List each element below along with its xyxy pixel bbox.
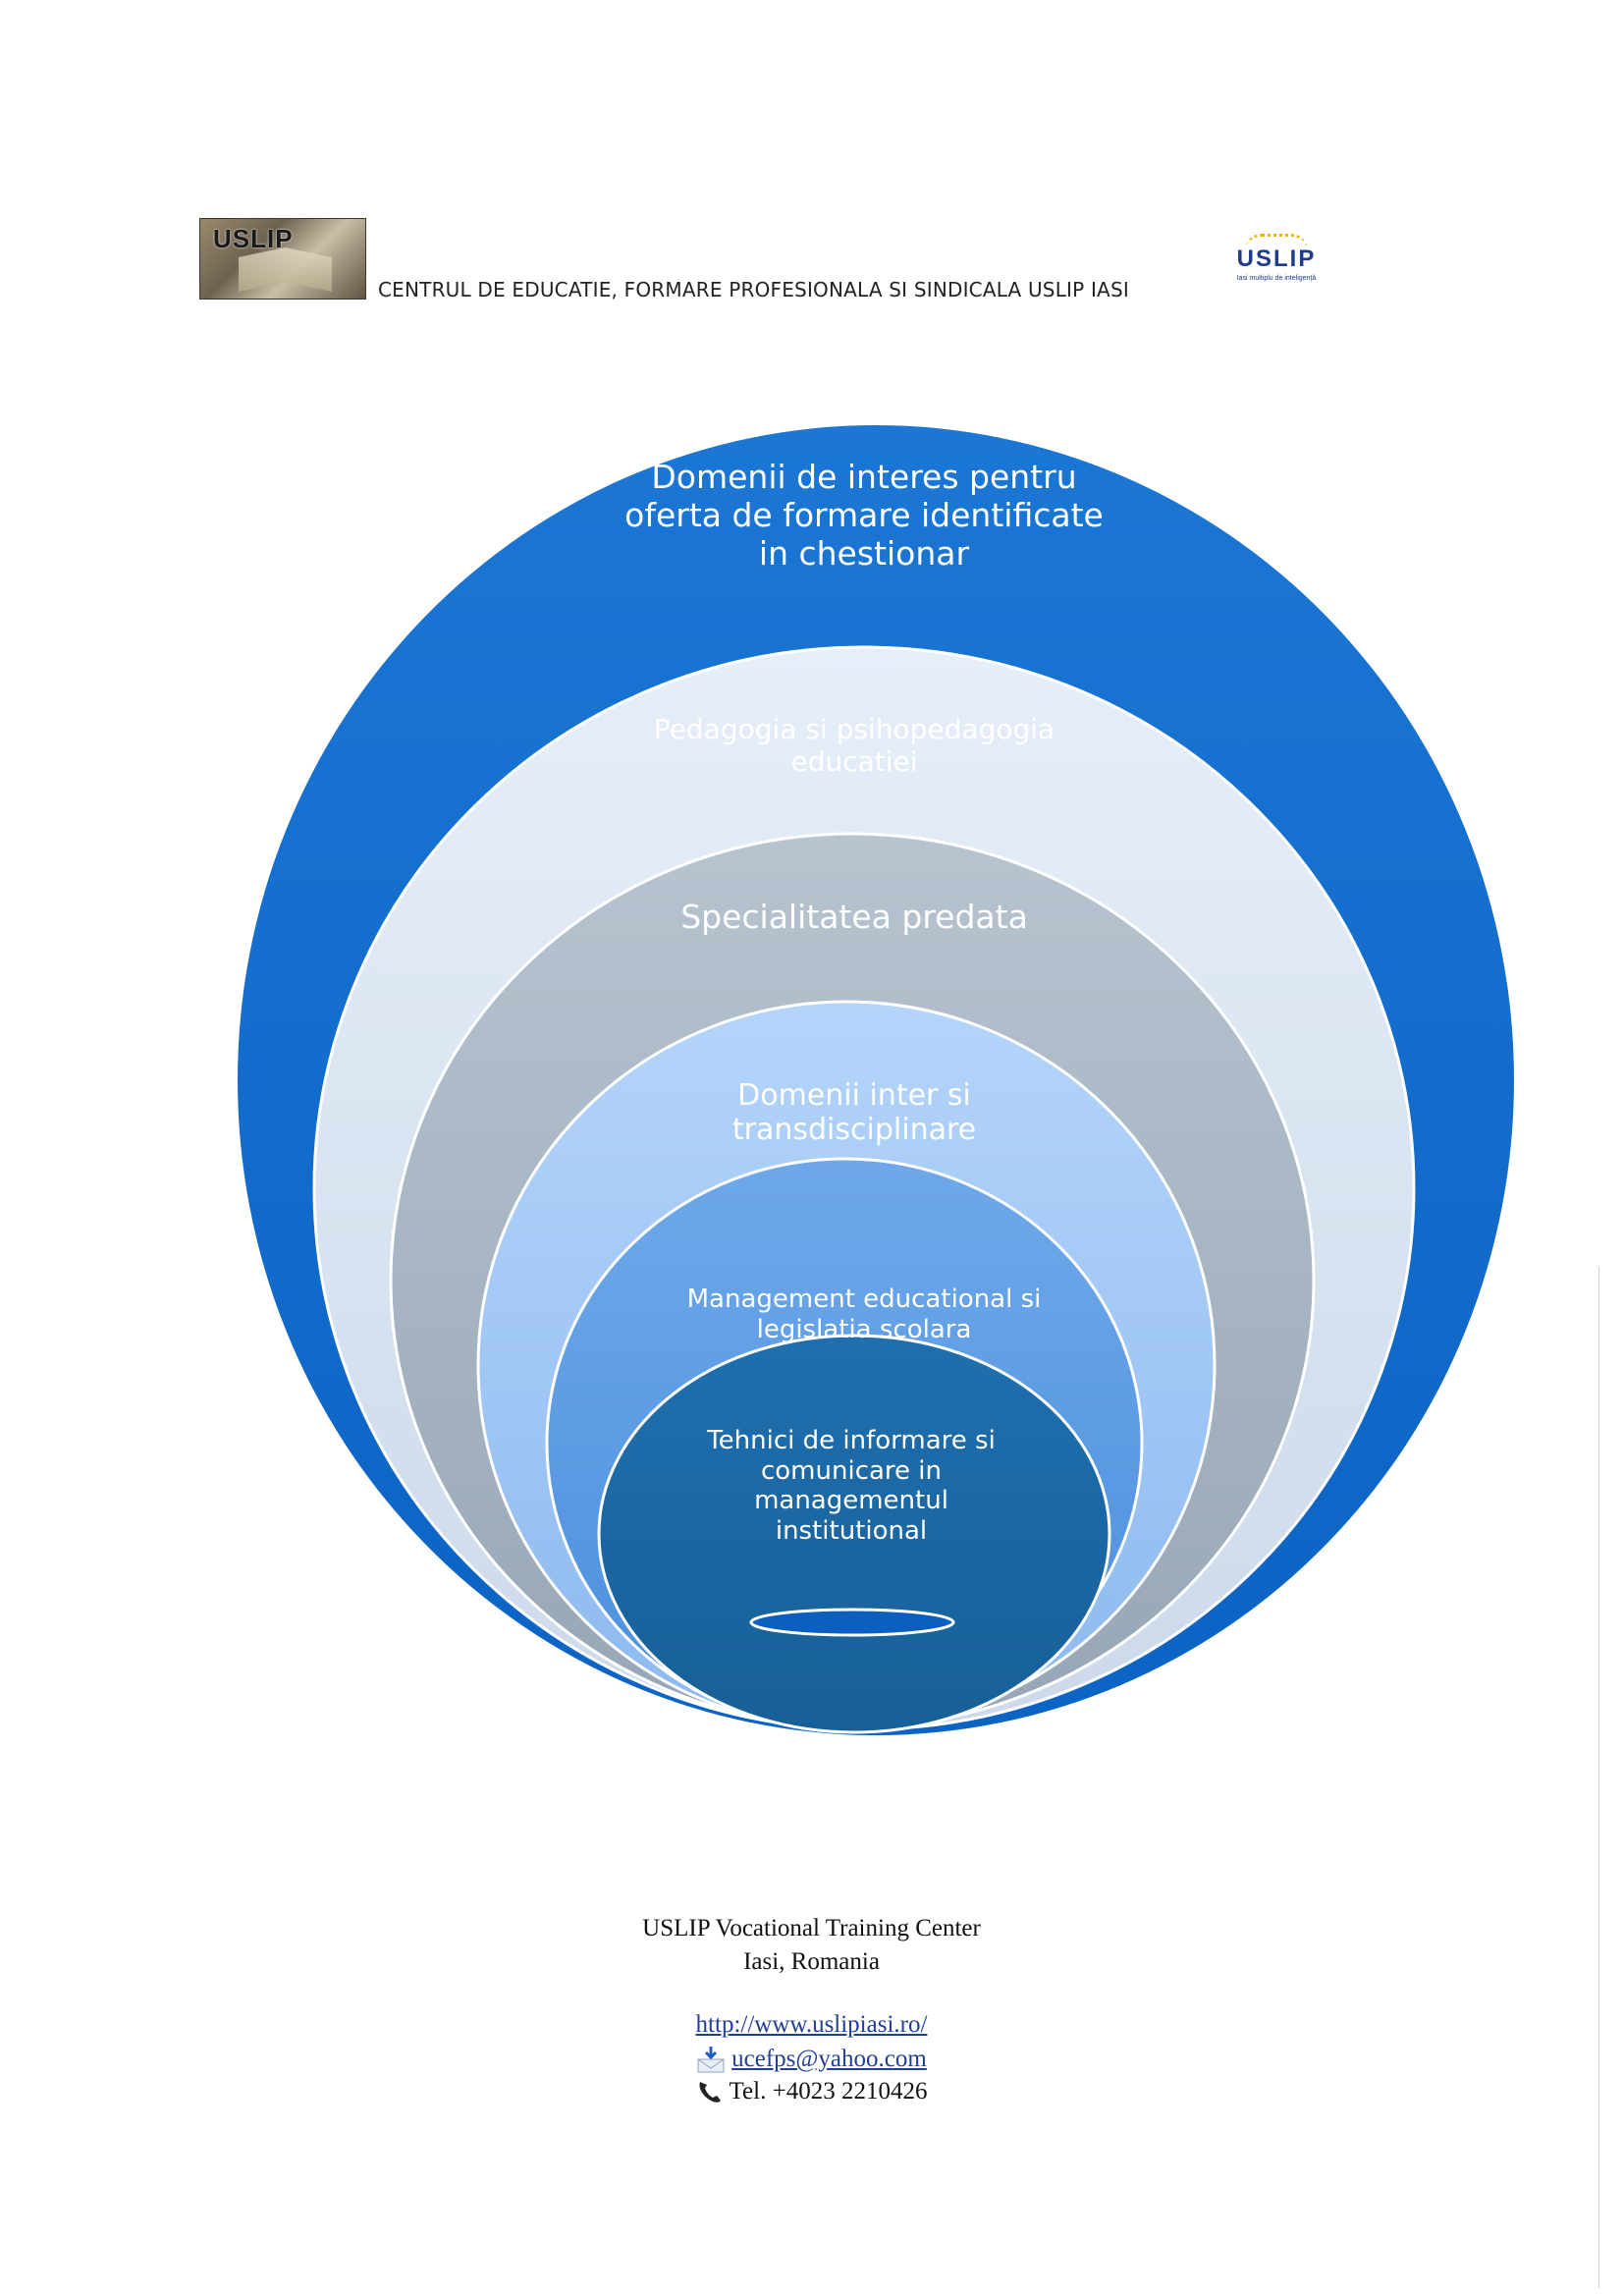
footer-location: Iasi, Romania	[743, 1948, 880, 1975]
contact-footer: USLIP Vocational Training Center Iasi, R…	[0, 1915, 1623, 2111]
email-icon	[697, 2047, 725, 2073]
logo-right-city: Iasi	[1236, 275, 1248, 282]
sun-rays-icon	[1245, 234, 1308, 250]
level-6-label: Tehnici de informare si comunicare in ma…	[707, 1426, 996, 1547]
level-2-label: Pedagogia si psihopedagogia educatiei	[653, 713, 1055, 779]
logo-left-text: USLIP	[213, 224, 294, 253]
footer-links: http://www.uslipiasi.ro/ ucefps@yahoo.co…	[0, 2011, 1623, 2111]
uslip-brand-logo: USLIP Iasi multiplu de inteligență	[1198, 234, 1355, 293]
website-link[interactable]: http://www.uslipiasi.ro/	[695, 2011, 928, 2038]
level-5-label: Management educational si legislatia sco…	[686, 1285, 1042, 1344]
phone-number: Tel. +4023 2210426	[729, 2078, 928, 2105]
footer-org: USLIP Vocational Training Center	[642, 1915, 981, 1941]
level-3-label: Specialitatea predata	[680, 898, 1028, 936]
phone-icon	[699, 2082, 721, 2103]
level-1-label: Domenii de interes pentru oferta de form…	[624, 458, 1104, 573]
inner-oval	[749, 1608, 955, 1637]
page-header-title: CENTRUL DE EDUCATIE, FORMARE PROFESIONAL…	[378, 278, 1129, 301]
level-4-label: Domenii inter si transdisciplinare	[731, 1078, 977, 1148]
uslip-book-logo: USLIP	[199, 218, 366, 300]
scan-edge-line	[1598, 1267, 1599, 2288]
logo-right-tagline: Iasi multiplu de inteligență	[1198, 275, 1355, 282]
level-6-circle	[597, 1334, 1111, 1734]
email-link[interactable]: ucefps@yahoo.com	[731, 2046, 927, 2072]
logo-right-text: USLIP	[1236, 246, 1317, 272]
logo-right-tagline-text: multiplu de inteligență	[1249, 275, 1317, 282]
